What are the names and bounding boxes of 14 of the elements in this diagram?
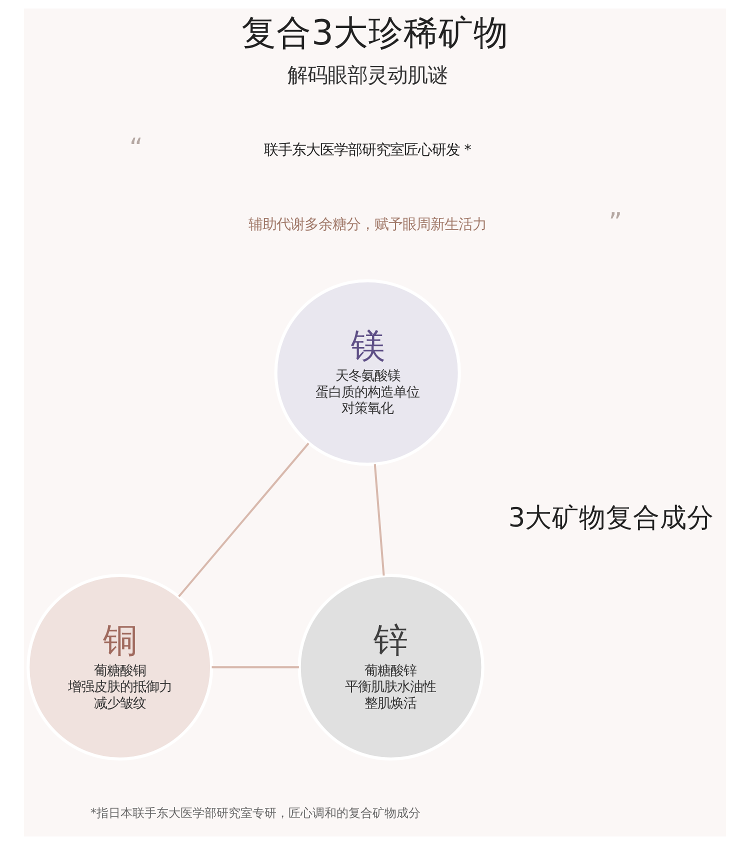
node-circle: 铜 葡糖酸铜 增强皮肤的抵御力 减少皱纹	[26, 574, 214, 760]
node-circle: 镁 天冬氨酸镁 蛋白质的构造单位 对策氧化	[274, 279, 461, 466]
label: 3大矿物复合成分	[508, 502, 714, 534]
label: 联手东大医学部研究室匠心研发 *	[264, 142, 472, 159]
label: 辅助代谢多余糖分，赋予眼周新生活力	[248, 216, 487, 233]
connector	[374, 464, 385, 576]
node-circle: 锌 葡糖酸锌 平衡肌肤水油性 整肌焕活	[298, 574, 484, 760]
diagram-title: 复合3大珍稀矿物	[241, 13, 509, 54]
connector	[212, 666, 299, 668]
label: “	[129, 133, 144, 164]
caption: *指日本联手东大医学部研究室专研，匠心调和的复合矿物成分	[90, 806, 421, 820]
label: 解码眼部灵动肌谜	[288, 62, 448, 87]
label: ”	[608, 208, 622, 239]
connector	[178, 442, 310, 598]
